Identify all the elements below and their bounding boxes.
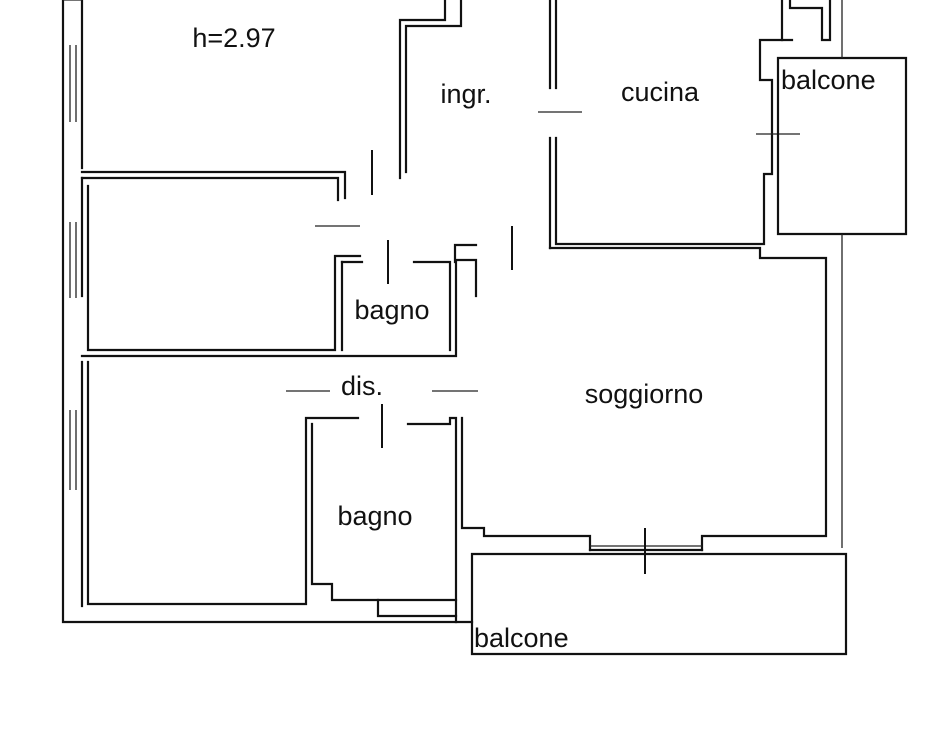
room-label-bagno-1: bagno <box>354 295 429 325</box>
balcony-kitchen <box>776 0 908 548</box>
room-bagno-2 <box>406 416 592 624</box>
room-label-balcone-cucina: balcone <box>781 65 876 95</box>
room-bagno-1 <box>340 240 478 352</box>
room-top-left <box>80 0 463 202</box>
room-dis <box>286 226 513 392</box>
west-wall <box>61 0 474 624</box>
room-label-ingresso: ingr. <box>440 79 491 109</box>
room-label-dis: dis. <box>341 371 383 401</box>
room-cucina <box>538 0 832 250</box>
height-label: h=2.97 <box>192 23 275 53</box>
room-soggiorno <box>548 246 828 574</box>
room-label-cucina: cucina <box>621 77 700 107</box>
room-label-bagno-2: bagno <box>337 501 412 531</box>
room-bottom-left <box>86 360 458 618</box>
room-label-soggiorno: soggiorno <box>585 379 704 409</box>
room-label-balcone-soggiorno: balcone <box>474 623 569 653</box>
balcony-living <box>470 552 848 656</box>
